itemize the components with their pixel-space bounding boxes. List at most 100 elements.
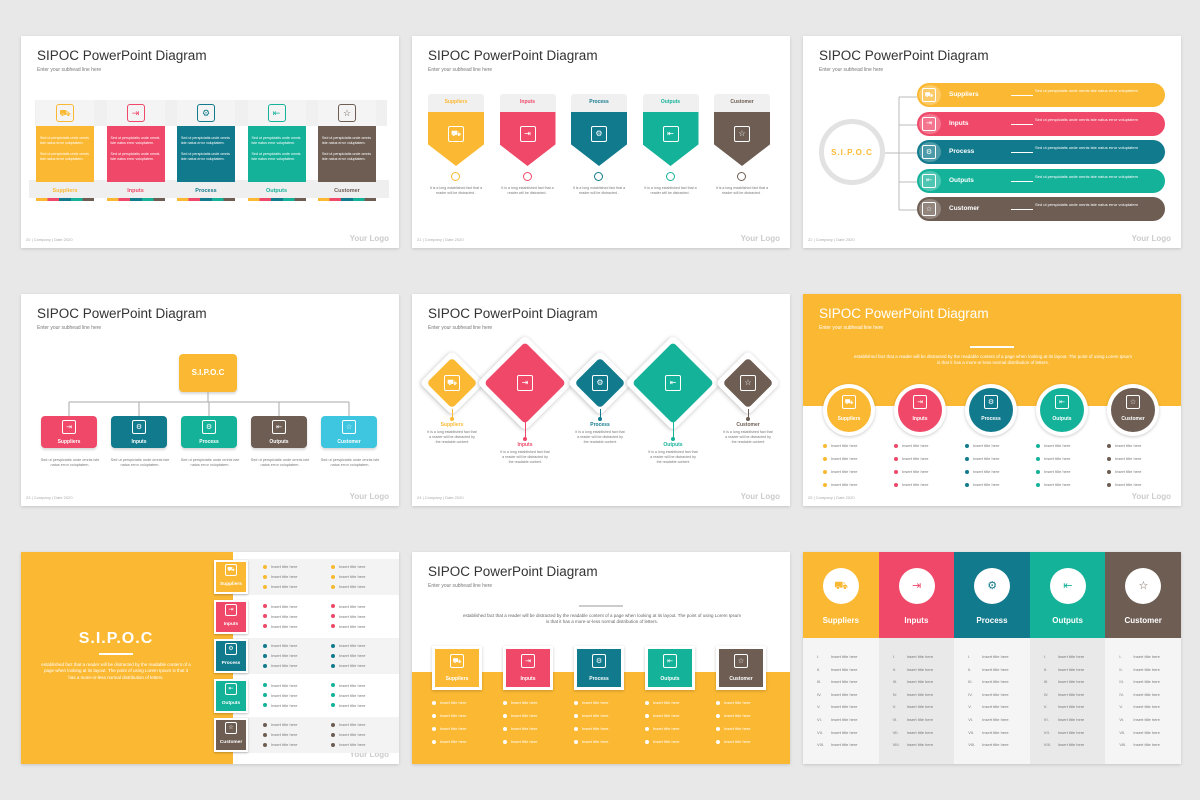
row-description: Sed ut perspiciatis unde omnis iste natu…: [1035, 173, 1138, 179]
checklist-text: Insert title here: [271, 663, 298, 668]
checklist-text: Insert title here: [271, 682, 298, 688]
checklist-item: Insert title here: [1107, 469, 1167, 474]
checklist-text: Insert title here: [271, 613, 298, 619]
item-number: III.: [892, 679, 898, 685]
stage-label: Customer: [730, 99, 754, 105]
checklist-item: Insert title here: [263, 574, 325, 579]
checklist-item: Insert title here: [823, 469, 883, 474]
item-number: VI.: [817, 717, 822, 722]
row-description: Sed ut perspiciatis unde omnis iste natu…: [1035, 88, 1138, 93]
checklist-text: Insert title here: [1115, 443, 1142, 448]
row-description: Sed ut perspiciatis unde omnis iste natu…: [1035, 116, 1138, 122]
check-icon: [331, 742, 335, 747]
check-icon: [823, 469, 827, 474]
checklist-text: Insert title here: [271, 603, 298, 609]
intro-text: established fact that a reader will be d…: [853, 354, 1133, 366]
slide-1[interactable]: SIPOC PowerPoint Diagram Enter your subh…: [21, 36, 399, 248]
slide-5[interactable]: SIPOC PowerPoint Diagram Enter your subh…: [412, 294, 790, 506]
check-icon: [645, 739, 649, 744]
sipoc-circle: S.I.P.O.C: [819, 119, 885, 185]
circle-label: Suppliers: [837, 416, 861, 422]
gear-hand-icon: ⚙: [225, 643, 237, 655]
check-icon: [331, 653, 335, 658]
checklist-item: Insert title here: [645, 726, 705, 731]
footer-company: | Company | Date 2020: [813, 495, 855, 500]
box-description: Sed ut perspiciatis unde omnis iste natu…: [180, 458, 240, 468]
slide-4[interactable]: SIPOC PowerPoint Diagram Enter your subh…: [21, 294, 399, 506]
stage-dot: [737, 172, 746, 181]
gear-hand-icon: ⚙: [132, 420, 146, 434]
slide-title: SIPOC PowerPoint Diagram: [37, 48, 207, 63]
numbered-item: VII.Insert title here: [1119, 730, 1181, 735]
checklist-item: Insert title here: [263, 564, 325, 569]
slide-subhead: Enter your subhead line here: [819, 67, 884, 73]
check-icon: [263, 722, 267, 727]
stage-label: Suppliers: [52, 188, 78, 194]
slide-8[interactable]: SIPOC PowerPoint Diagram Enter your subh…: [412, 552, 790, 764]
slide-3[interactable]: SIPOC PowerPoint Diagram Enter your subh…: [803, 36, 1181, 248]
item-text: Insert title here: [906, 679, 934, 685]
checklist-item: Insert title here: [331, 683, 393, 688]
pointer-dot: [523, 437, 527, 441]
item-text: Insert title here: [1133, 704, 1160, 710]
gear-hand-icon: ⚙: [922, 145, 936, 159]
column-title: Inputs: [904, 616, 929, 625]
numbered-item: I.Insert title here: [1044, 654, 1106, 659]
numbered-item: I.Insert title here: [1119, 654, 1181, 659]
checklist-item: Insert title here: [263, 653, 325, 658]
slide-6[interactable]: SIPOC PowerPoint Diagram Enter your subh…: [803, 294, 1181, 506]
gear-hand-icon: ⚙: [591, 126, 607, 142]
checklist-item: Insert title here: [1036, 456, 1096, 461]
item-text: Insert title here: [831, 704, 858, 710]
checklist-text: Insert title here: [271, 692, 298, 698]
checklist-text: Insert title here: [440, 713, 467, 718]
truck-icon: ⛟: [450, 654, 464, 668]
truck-icon: ⛟: [922, 88, 936, 102]
arrow-out-icon: ⇤: [662, 126, 679, 142]
item-text: Insert title here: [1133, 654, 1160, 659]
row-tile: [214, 678, 248, 713]
stage-block: [36, 126, 94, 182]
check-icon: [263, 703, 267, 708]
numbered-item: VII.Insert title here: [968, 730, 1030, 735]
check-icon: [1107, 469, 1111, 474]
check-icon: [645, 700, 649, 705]
item-number: VI.: [892, 717, 898, 722]
item-number: III.: [968, 679, 973, 685]
numbered-item: I.Insert title here: [968, 654, 1030, 659]
item-text: Insert title here: [831, 666, 858, 672]
stage-description: It is a long established fact that a rea…: [429, 186, 483, 195]
item-text: Insert title here: [982, 717, 1009, 722]
numbered-item: VI.Insert title here: [1044, 717, 1106, 722]
check-icon: [503, 739, 507, 744]
check-icon: [894, 456, 898, 461]
tile-label: Customer: [729, 676, 753, 682]
numbered-item: II.Insert title here: [817, 667, 879, 672]
item-text: Insert title here: [982, 742, 1009, 748]
item-text: Insert title here: [831, 679, 858, 685]
stage-description: It is a long established fact that a rea…: [644, 186, 697, 195]
stage-tab: [428, 94, 484, 112]
item-number: III.: [1119, 679, 1124, 685]
numbered-item: V.Insert title here: [968, 704, 1030, 709]
checklist-text: Insert title here: [653, 713, 680, 718]
item-text: Insert title here: [1057, 717, 1085, 722]
slide-7[interactable]: S.I.P.O.C established fact that a reader…: [21, 552, 399, 764]
checklist-item: Insert title here: [263, 584, 325, 589]
table-row: [233, 677, 399, 714]
slide-title: SIPOC PowerPoint Diagram: [819, 48, 989, 63]
checklist-text: Insert title here: [582, 700, 609, 705]
stage-block: [177, 126, 235, 182]
check-icon: [432, 726, 436, 731]
slide-2[interactable]: SIPOC PowerPoint Diagram Enter your subh…: [412, 36, 790, 248]
stage-description: It is a long established fact that a rea…: [572, 186, 626, 195]
check-icon: [1036, 443, 1040, 448]
customer-stars-icon: ☆: [740, 375, 756, 391]
row-label: Customer: [949, 205, 980, 212]
numbered-item: V.Insert title here: [817, 704, 879, 709]
column-title: Customer: [1124, 616, 1162, 625]
numbered-item: III.Insert title here: [968, 679, 1030, 684]
row-dash: [1011, 95, 1033, 96]
checklist-item: Insert title here: [331, 624, 393, 629]
